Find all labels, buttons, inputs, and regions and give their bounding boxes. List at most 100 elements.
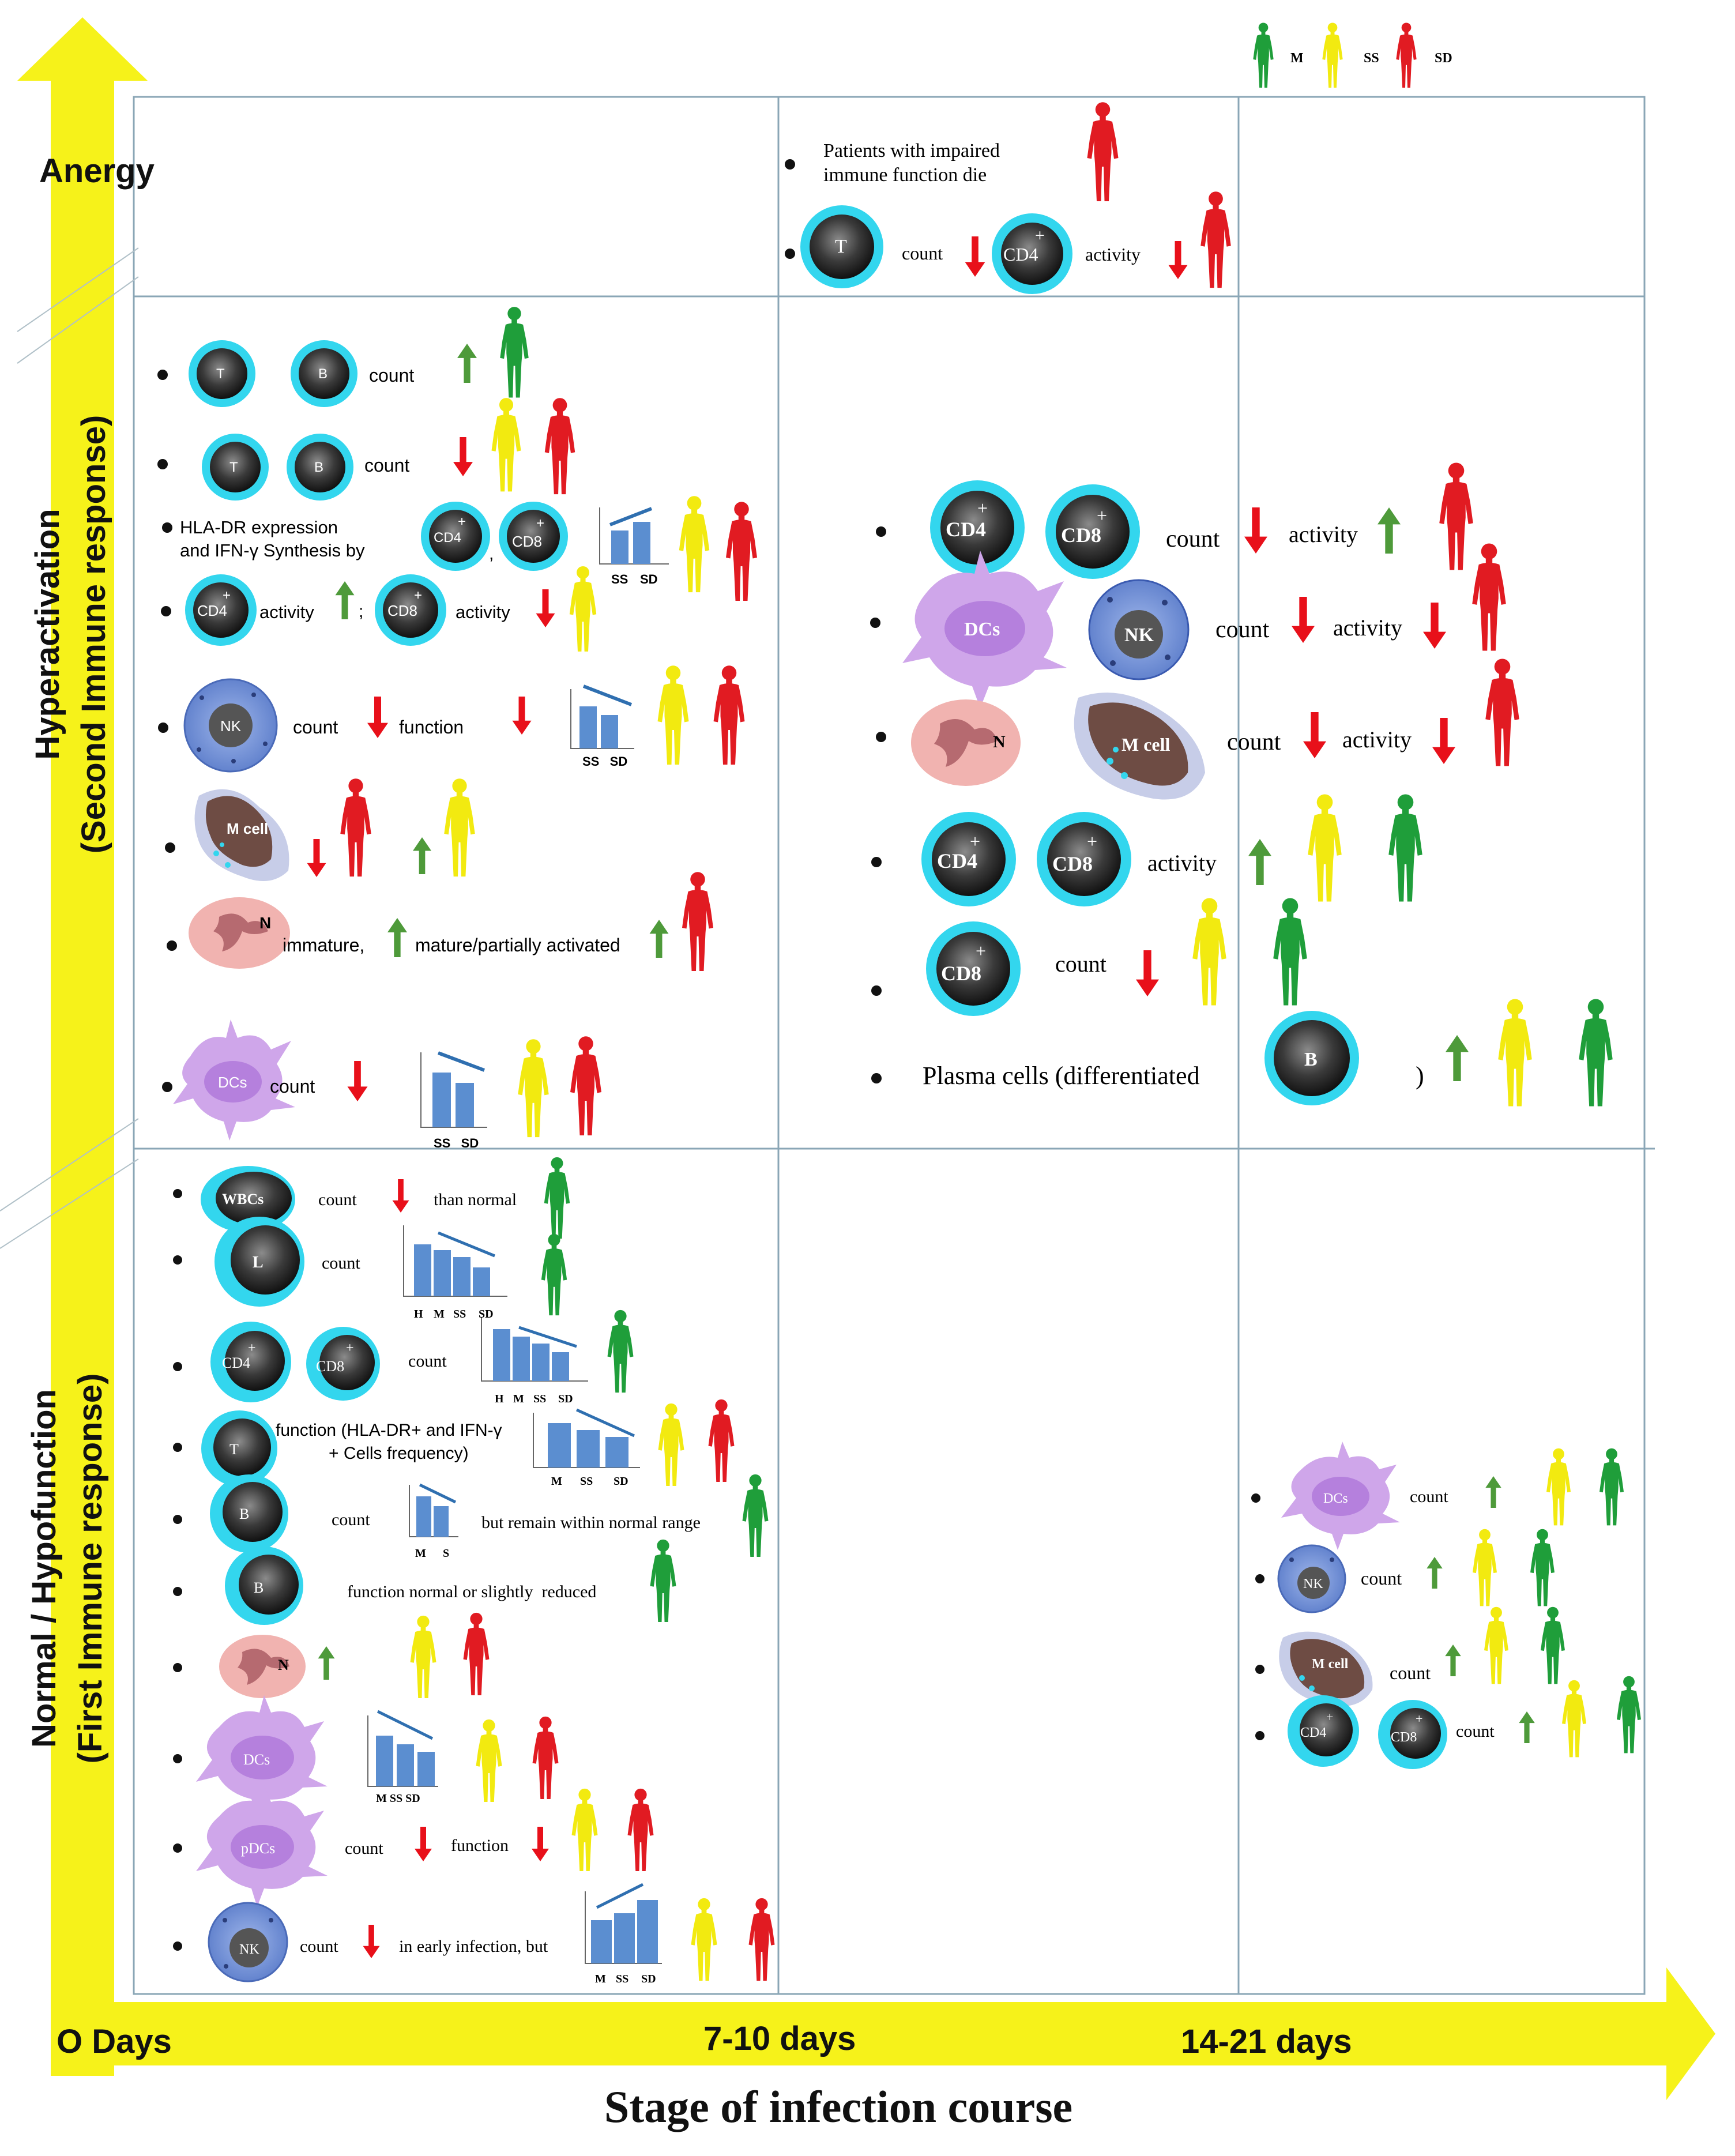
svg-text:NK: NK — [1303, 1576, 1323, 1591]
up-arrow — [413, 837, 431, 874]
svg-text:DCs: DCs — [1323, 1491, 1348, 1506]
count-label: count — [318, 1190, 357, 1209]
bar-ss — [453, 1257, 471, 1296]
m-cell: M cell — [1074, 693, 1205, 800]
mini-bar-chart: SS SD — [420, 1051, 487, 1150]
count-label: count — [1215, 616, 1270, 643]
person-sd — [1087, 102, 1119, 201]
svg-text:CD4: CD4 — [434, 530, 461, 545]
count-label: count — [345, 1839, 383, 1858]
count-label: count — [293, 717, 338, 738]
hyper-left-group: T B count T B count HLA-DR expression an… — [157, 307, 757, 1150]
up-arrow — [457, 344, 477, 383]
cd4-cell: CD4+ — [185, 574, 257, 646]
down-arrow — [1292, 597, 1315, 643]
cd4-cell: CD4+ — [210, 1322, 291, 1402]
activity-label: activity — [456, 602, 510, 622]
hla-text-1: HLA-DR expression — [180, 517, 338, 537]
t-cell: T — [189, 340, 255, 407]
bar-m — [591, 1920, 612, 1963]
down-arrow — [1303, 712, 1326, 758]
svg-text:+: + — [223, 588, 231, 603]
up-arrow — [1446, 1035, 1469, 1081]
lymphocyte: L — [214, 1217, 304, 1307]
nk-cell: NK — [1277, 1544, 1346, 1613]
svg-text:NK: NK — [1124, 624, 1154, 646]
dc-cell: DCs — [196, 1695, 328, 1818]
y-axis-arrow — [17, 17, 148, 2076]
impaired-text-1: Patients with impaired — [823, 140, 1000, 161]
svg-text:CD4: CD4 — [1300, 1725, 1326, 1740]
up-arrow — [1378, 507, 1401, 554]
comma: , — [489, 544, 494, 563]
normal-left-group: WBCs count than normal L count H M SS SD… — [173, 1157, 775, 1985]
svg-text:SS SD: SS SD — [434, 1136, 479, 1150]
person-ss — [518, 1039, 549, 1138]
cd8-cell: CD8+ — [306, 1327, 380, 1401]
mini-bar-chart: M SS SD — [533, 1408, 640, 1488]
bar-ss — [432, 1073, 451, 1127]
person-m — [1579, 999, 1613, 1107]
hla-text-2: and IFN-γ Synthesis by — [180, 540, 365, 560]
legend-person-ss — [1322, 22, 1343, 88]
count-label: count — [270, 1076, 315, 1097]
bar-s — [434, 1506, 449, 1537]
person-sd — [532, 1716, 559, 1799]
up-arrow — [318, 1646, 335, 1680]
down-arrow — [1168, 241, 1188, 279]
svg-text:M: M — [434, 1308, 445, 1320]
svg-text:+: + — [536, 516, 544, 531]
svg-text:SD: SD — [479, 1308, 494, 1320]
person-sd — [713, 665, 745, 765]
mini-bar-chart: M S — [409, 1483, 458, 1560]
cd4-cell: CD4+ — [421, 502, 490, 571]
svg-text:CD4: CD4 — [946, 518, 986, 541]
person-ss — [1484, 1606, 1508, 1684]
activity-label: activity — [259, 602, 314, 622]
nk-cell: NK — [1088, 579, 1190, 680]
cd8-cell: CD8+ — [1037, 812, 1131, 906]
down-arrow — [307, 839, 326, 877]
svg-text:NK: NK — [239, 1942, 259, 1957]
mature-label: mature/partially activated — [415, 935, 620, 955]
mini-bar-chart: H M SS SD — [403, 1225, 507, 1320]
person-m — [650, 1539, 676, 1622]
down-arrow — [532, 1827, 549, 1861]
svg-text:SS: SS — [453, 1308, 466, 1320]
person-ss — [476, 1719, 502, 1802]
svg-text:SD: SD — [558, 1393, 573, 1405]
up-arrow — [387, 918, 407, 957]
svg-text:+: + — [248, 1341, 256, 1356]
bar-ss — [614, 1913, 635, 1963]
svg-text:DCs: DCs — [243, 1751, 270, 1768]
svg-text:SD: SD — [641, 1973, 656, 1985]
person-ss — [444, 778, 475, 877]
hyperactivation-label: Hyperactivation — [29, 509, 66, 759]
svg-text:T: T — [835, 236, 847, 257]
bar-sd — [552, 1352, 569, 1381]
person-sd — [463, 1612, 490, 1695]
count-label: count — [1055, 951, 1107, 977]
paren: ) — [1416, 1062, 1424, 1090]
count-label: count — [1410, 1487, 1448, 1506]
legend: M SS SD — [1253, 22, 1452, 88]
legend-label-sd: SD — [1435, 51, 1452, 66]
count-label: count — [1361, 1568, 1402, 1589]
bar-m — [416, 1496, 431, 1537]
wbc-cell: WBCs — [201, 1166, 295, 1233]
level-normal: Normal / Hypofunction (First Immune resp… — [25, 1374, 109, 1764]
bar-sd — [637, 1900, 658, 1963]
person-m — [1388, 794, 1422, 902]
svg-text:SD: SD — [614, 1475, 628, 1488]
person-sd — [627, 1788, 654, 1871]
b-cell: B — [291, 340, 357, 407]
bar-ss — [397, 1744, 414, 1786]
count-label: count — [332, 1510, 370, 1529]
normal-right-group: DCs count NK count M cell count CD4+ CD8… — [1251, 1442, 1641, 1769]
svg-text:CD4: CD4 — [197, 602, 227, 619]
count-label: count — [322, 1254, 360, 1273]
svg-text:H: H — [414, 1308, 423, 1320]
person-sd — [1485, 659, 1519, 766]
svg-text:NK: NK — [220, 717, 242, 735]
svg-text:SS: SS — [611, 572, 628, 586]
